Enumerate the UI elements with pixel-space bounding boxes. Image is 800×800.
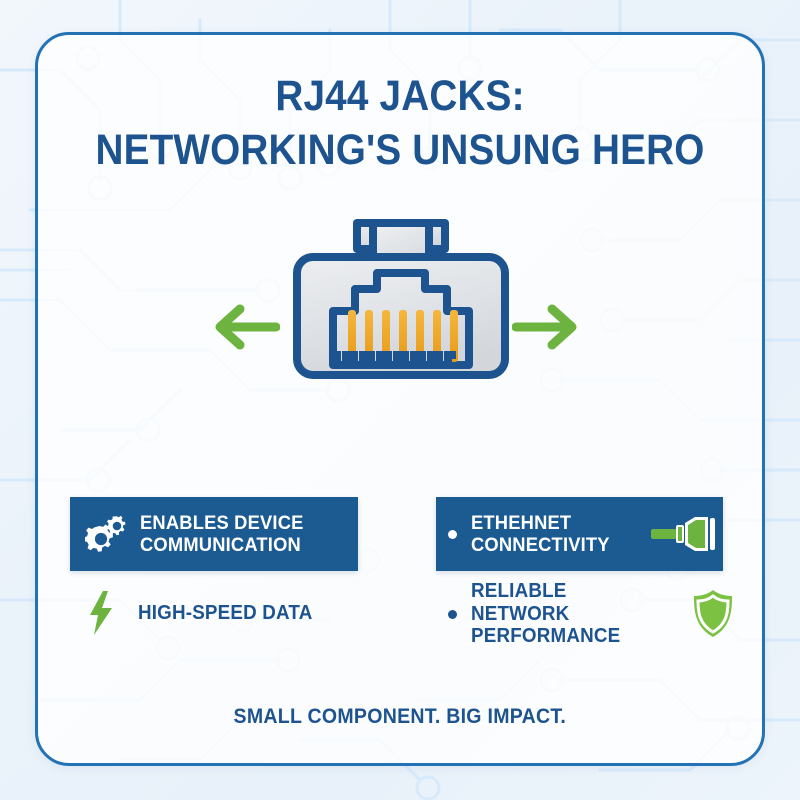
arrow-left-icon <box>215 304 280 350</box>
plug-icon <box>651 512 717 556</box>
feature-label: ENABLES DEVICE COMMUNICATION <box>140 511 304 556</box>
lightning-bolt-icon <box>86 591 116 635</box>
footer-text: SMALL COMPONENT. BIG IMPACT. <box>233 705 567 728</box>
title-line-2: NETWORKING'S UNSUNG HERO <box>95 126 705 175</box>
gears-icon <box>84 511 130 557</box>
feature-high-speed-data[interactable]: HIGH-SPEED DATA <box>70 588 360 638</box>
feature-enables-device-communication[interactable]: ENABLES DEVICE COMMUNICATION <box>70 497 358 571</box>
feature-ethehnet-connectivity[interactable]: ETHEHNET CONNECTIVITY <box>436 497 723 571</box>
jack-pins <box>348 310 458 362</box>
feature-label: ETHEHNET CONNECTIVITY <box>471 511 610 556</box>
bullet-icon <box>448 529 457 539</box>
feature-label: HIGH-SPEED DATA <box>138 601 313 624</box>
page-title: RJ44 JACKS: NETWORKING'S UNSUNG HERO <box>35 72 765 174</box>
feature-label: RELIABLE NETWORK PERFORMANCE <box>471 579 621 648</box>
poster-card-frame <box>35 32 765 766</box>
jack-pin-base-notches <box>329 351 456 369</box>
shield-icon <box>690 589 736 639</box>
feature-reliable-network-performance[interactable]: RELIABLE NETWORK PERFORMANCE <box>436 580 736 647</box>
title-line-1: RJ44 JACKS: <box>275 72 525 120</box>
ethernet-jack-illustration <box>180 215 620 405</box>
footer-tagline: SMALL COMPONENT. BIG IMPACT. <box>35 705 765 729</box>
rj45-jack-graphic <box>293 219 509 379</box>
arrow-right-icon <box>512 304 577 350</box>
bullet-icon <box>448 609 457 619</box>
